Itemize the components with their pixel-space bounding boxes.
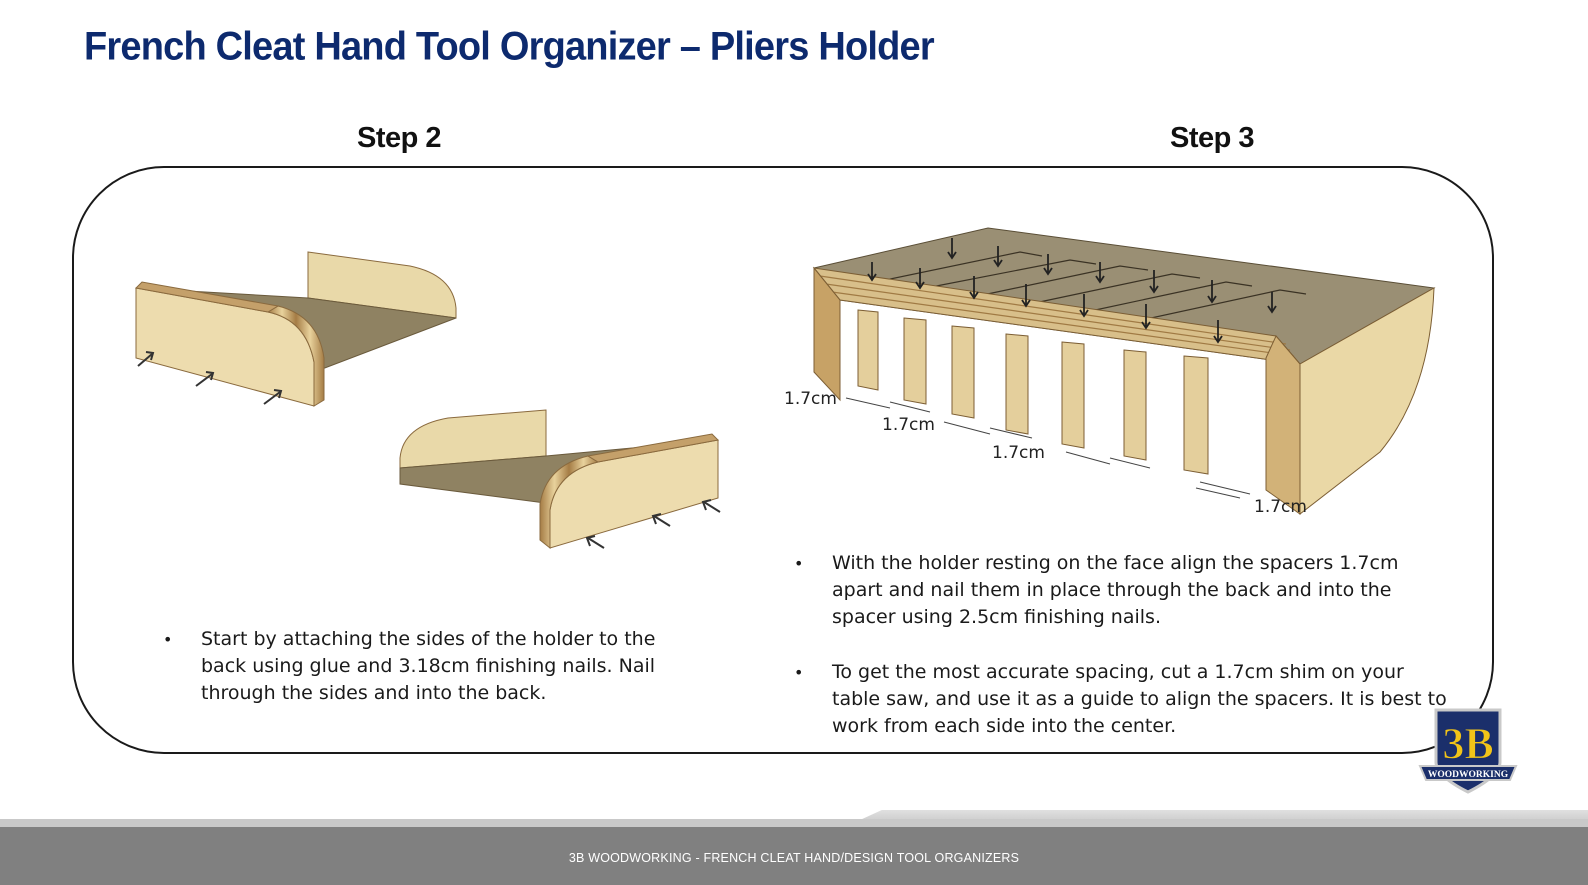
dimension-label: 1.7cm [1254,497,1307,517]
step2-instructions: Start by attaching the sides of the hold… [163,626,673,707]
logo-banner-text: WOODWORKING [1428,770,1509,780]
instruction-bullet: To get the most accurate spacing, cut a … [794,659,1454,740]
footer-accent [860,810,1588,820]
footer-text: 3B WOODWORKING - FRENCH CLEAT HAND/DESIG… [568,851,1020,865]
holder-with-spacers: 1.7cm 1.7cm 1.7cm 1.7cm [784,227,1436,517]
footer-bar: 3B WOODWORKING - FRENCH CLEAT HAND/DESIG… [0,827,1588,885]
dimension-label: 1.7cm [992,443,1045,463]
instruction-bullet: With the holder resting on the face alig… [794,550,1454,631]
instruction-bullet: Start by attaching the sides of the hold… [163,626,673,707]
dimension-label: 1.7cm [882,415,935,435]
step3-heading: Step 3 [1170,122,1255,154]
step2-heading: Step 2 [357,122,442,154]
holder-assembly-top [134,251,457,407]
footer-accent-strip [0,819,1588,827]
content-panel [72,166,1494,754]
dimension-label: 1.7cm [784,389,837,409]
step2-illustration [134,251,721,550]
step3-instructions: With the holder resting on the face alig… [794,550,1454,740]
logo-mark: 3B [1442,719,1493,768]
holder-assembly-bottom [399,409,721,550]
page-title: French Cleat Hand Tool Organizer – Plier… [84,24,935,70]
step3-illustration: 1.7cm 1.7cm 1.7cm 1.7cm [784,227,1436,517]
brand-logo: 3B WOODWORKING [1418,708,1518,794]
